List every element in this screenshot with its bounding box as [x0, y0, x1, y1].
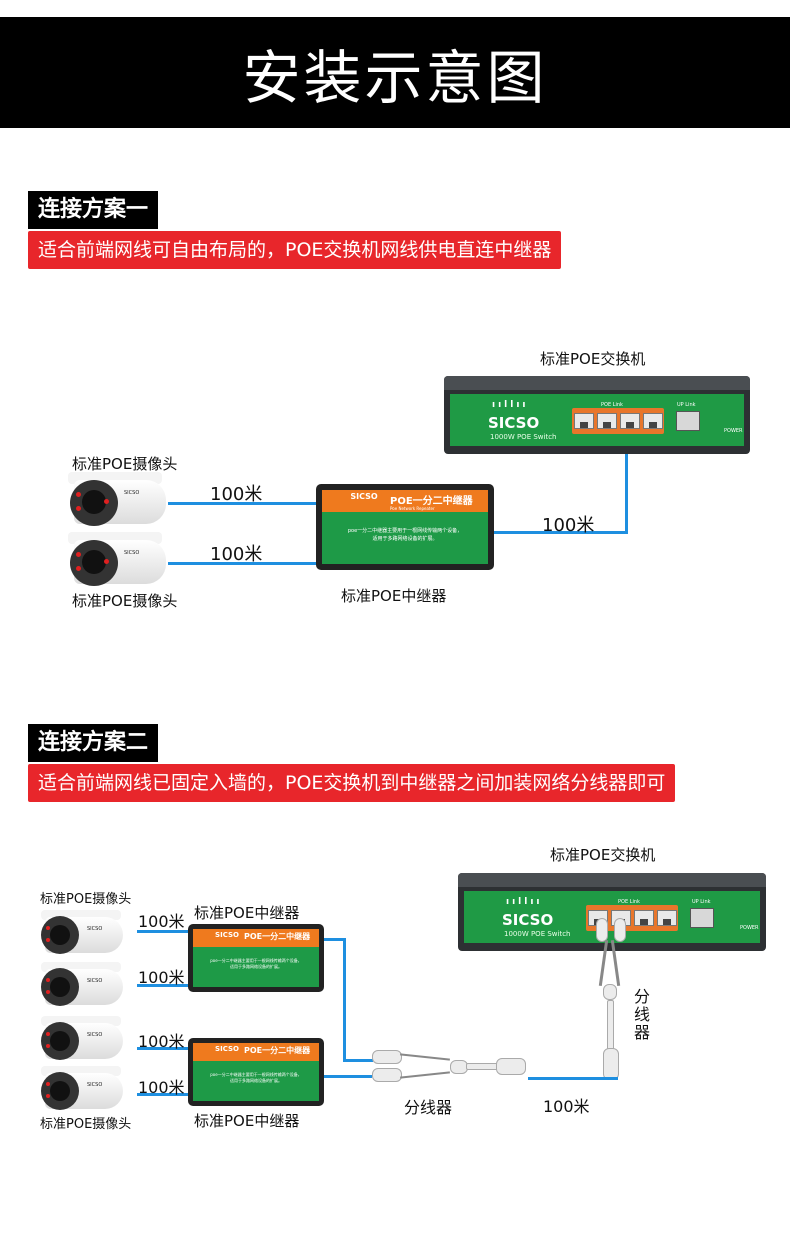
plan2-distance-trunk: 100米 [543, 1097, 590, 1116]
plan2-distance-4: 100米 [138, 1078, 185, 1097]
plan2-description: 适合前端网线已固定入墙的，POE交换机到中继器之间加装网络分线器即可 [28, 764, 676, 802]
plan1-description: 适合前端网线可自由布局的，POE交换机网线供电直连中继器 [28, 231, 562, 269]
poe-switch-icon: ııllıı SICSO 1000W POE Switch POE Link U… [458, 873, 766, 951]
plan2-switch-label: 标准POE交换机 [550, 846, 656, 864]
poe-camera-icon: SICSO [37, 1066, 127, 1110]
plan1-camera-label-bottom: 标准POE摄像头 [72, 592, 178, 610]
poe-repeater-icon: SICSO POE一分二中继器 poe一分二中继器主要用于一根网线传输两个设备，… [188, 1038, 324, 1106]
plan2-title: 连接方案二 [28, 724, 159, 762]
network-splitter-icon [590, 916, 640, 1084]
plan2-repeater-label-bottom: 标准POE中继器 [194, 1112, 300, 1130]
cable-line [168, 562, 318, 565]
poe-camera-icon: SICSO [64, 532, 168, 588]
poe-switch-icon: ııllıı SICSO 1000W POE Switch POE Link U… [444, 376, 750, 454]
plan2-distance-2: 100米 [138, 968, 185, 987]
poe-repeater-icon: SICSO POE一分二中继器 poe一分二中继器主要用于一根网线传输两个设备，… [188, 924, 324, 992]
plan2-distance-3: 100米 [138, 1032, 185, 1051]
cable-line [343, 938, 346, 1062]
cable-line [137, 1093, 189, 1096]
plan2-camera-label-top: 标准POE摄像头 [40, 892, 132, 907]
plan1-camera-label-top: 标准POE摄像头 [72, 455, 178, 473]
cable-line [168, 502, 318, 505]
plan1-distance-switch: 100米 [542, 515, 595, 536]
plan2-distance-1: 100米 [138, 912, 185, 931]
network-splitter-icon [370, 1048, 530, 1084]
poe-camera-icon: SICSO [64, 472, 168, 528]
plan1-title: 连接方案一 [28, 191, 159, 229]
cable-line [492, 531, 628, 534]
page-title: 安装示意图 [0, 17, 790, 128]
poe-repeater-icon: SICSO POE一分二中继器 Poe Network Repeater poe… [316, 484, 494, 570]
cable-line [324, 1075, 372, 1078]
plan1-switch-label: 标准POE交换机 [540, 350, 646, 368]
splitter-bottom-label: 分线器 [404, 1098, 453, 1117]
cable-line [324, 938, 346, 941]
splitter-vertical-label: 分线器 [634, 987, 651, 1042]
plan2-repeater-label-top: 标准POE中继器 [194, 904, 300, 922]
cable-line [528, 1077, 618, 1080]
cable-line [343, 1059, 373, 1062]
plan1-distance-cam1: 100米 [210, 484, 263, 505]
plan1-distance-cam2: 100米 [210, 544, 263, 565]
poe-camera-icon: SICSO [37, 1016, 127, 1060]
cable-line [625, 454, 628, 534]
cable-line [137, 1047, 189, 1050]
plan2-camera-label-bottom: 标准POE摄像头 [40, 1117, 132, 1132]
plan1-repeater-label: 标准POE中继器 [341, 587, 447, 605]
poe-camera-icon: SICSO [37, 962, 127, 1006]
cable-line [137, 984, 189, 987]
poe-camera-icon: SICSO [37, 910, 127, 954]
cable-line [137, 930, 189, 933]
